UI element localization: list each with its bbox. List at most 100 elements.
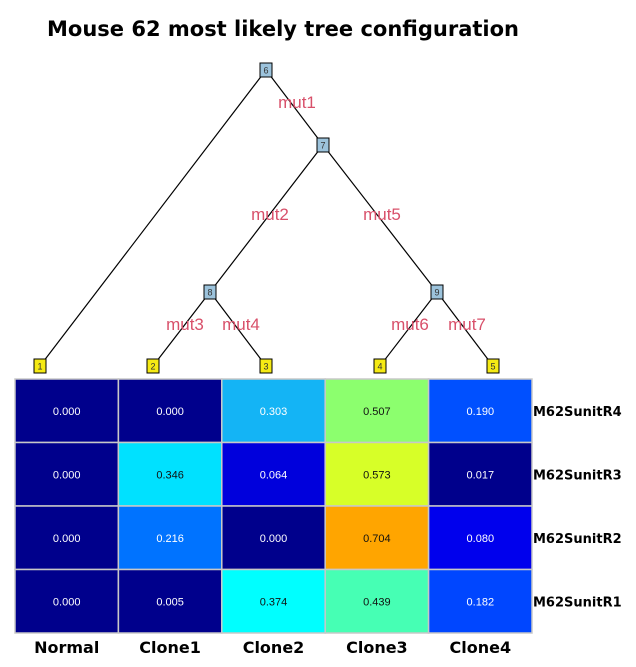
heatmap-cell: 0.439 <box>324 568 430 634</box>
node-box <box>430 284 444 300</box>
heatmap-column-label: Clone4 <box>450 638 512 657</box>
heatmap-cell-value: 0.182 <box>467 596 495 608</box>
tree-edge-3-7 <box>379 291 438 367</box>
heatmap-cell-value: 0.000 <box>156 406 184 418</box>
heatmap-cell-fill <box>324 441 430 507</box>
heatmap-cell: 0.190 <box>427 378 533 444</box>
node-box <box>259 62 273 78</box>
node-label: 6 <box>263 66 268 76</box>
tree-nodes: 6 7 8 9 1 2 3 4 5 <box>33 62 500 374</box>
node-box <box>146 358 160 374</box>
mutation-label-mut2: mut2 <box>251 205 289 224</box>
heatmap-cell-value: 0.005 <box>156 596 184 608</box>
heatmap-cell: 0.507 <box>324 378 430 444</box>
node-box <box>33 358 47 374</box>
mutation-label-mut1: mut1 <box>278 93 316 112</box>
heatmap-column-label: Normal <box>34 638 99 657</box>
heatmap-cell-fill <box>221 378 326 444</box>
node-box <box>486 358 500 374</box>
tree-edges <box>39 69 494 367</box>
node-label: 9 <box>434 288 439 298</box>
heatmap-cell: 0.000 <box>14 378 120 444</box>
heatmap-cell: 0.303 <box>221 378 326 444</box>
mutation-label-mut6: mut6 <box>391 315 429 334</box>
heatmap: 0.000 0.000 0.303 0.507 0.190 0.000 0.346 0.064… <box>14 378 533 634</box>
tree-edge-0-1 <box>265 69 324 146</box>
node-label: 3 <box>263 362 268 372</box>
heatmap-column-label: Clone1 <box>139 638 201 657</box>
mutation-label-mut7: mut7 <box>448 315 486 334</box>
heatmap-cell-value: 0.573 <box>363 469 391 481</box>
heatmap-column-label: Clone2 <box>243 638 305 657</box>
heatmap-cell-fill <box>427 568 533 634</box>
heatmap-cell-value: 0.000 <box>53 469 81 481</box>
heatmap-cell: 0.000 <box>14 505 120 571</box>
heatmap-row-label: M62SunitR2 <box>533 532 622 547</box>
heatmap-cell-value: 0.080 <box>467 533 495 545</box>
heatmap-cell: 0.080 <box>427 505 533 571</box>
heatmap-cell-value: 0.190 <box>467 406 495 418</box>
heatmap-cell-fill <box>324 378 430 444</box>
tree-edge-1-2 <box>209 144 324 293</box>
tree-edge-2-5 <box>152 291 211 367</box>
heatmap-cell-fill <box>221 505 326 571</box>
heatmap-cell: 0.216 <box>117 505 223 571</box>
node-box <box>203 284 217 300</box>
heatmap-cell: 0.000 <box>117 378 223 444</box>
heatmap-cell-value: 0.303 <box>260 406 288 418</box>
leaf-node-5: 5 <box>486 358 500 374</box>
heatmap-cell-fill <box>14 505 120 571</box>
tree-edge-1-3 <box>322 144 438 293</box>
heatmap-cell: 0.017 <box>427 441 533 507</box>
heatmap-cell-value: 0.000 <box>53 533 81 545</box>
mutation-label-mut4: mut4 <box>222 315 260 334</box>
heatmap-cell-fill <box>427 441 533 507</box>
leaf-node-4: 4 <box>373 358 387 374</box>
leaf-node-1: 1 <box>33 358 47 374</box>
mutation-label-mut5: mut5 <box>363 205 401 224</box>
node-box <box>316 137 330 153</box>
heatmap-cell: 0.182 <box>427 568 533 634</box>
heatmap-cell: 0.346 <box>117 441 223 507</box>
internal-node-8: 8 <box>203 284 217 300</box>
heatmap-cell-value: 0.704 <box>363 533 391 545</box>
heatmap-cell-value: 0.000 <box>53 596 81 608</box>
heatmap-cell-fill <box>14 441 120 507</box>
heatmap-cell-value: 0.507 <box>363 406 391 418</box>
heatmap-cell-fill <box>14 568 120 634</box>
node-label: 5 <box>490 362 495 372</box>
node-label: 2 <box>150 362 155 372</box>
heatmap-row-label: M62SunitR4 <box>533 405 622 420</box>
internal-node-9: 9 <box>430 284 444 300</box>
tree-edge-0-4 <box>39 69 267 367</box>
heatmap-row-label: M62SunitR3 <box>533 468 622 483</box>
heatmap-cell-fill <box>324 568 430 634</box>
heatmap-cell-value: 0.439 <box>363 596 391 608</box>
node-label: 8 <box>207 288 212 298</box>
heatmap-cell-value: 0.374 <box>260 596 288 608</box>
heatmap-cell-value: 0.064 <box>260 469 288 481</box>
node-label: 1 <box>37 362 42 372</box>
heatmap-cell: 0.573 <box>324 441 430 507</box>
leaf-node-2: 2 <box>146 358 160 374</box>
heatmap-cell-value: 0.216 <box>156 533 184 545</box>
heatmap-cell-fill <box>14 378 120 444</box>
node-label: 4 <box>377 362 382 372</box>
tree-edge-2-6 <box>209 291 267 367</box>
heatmap-cell: 0.000 <box>14 441 120 507</box>
heatmap-cell-value: 0.017 <box>467 469 495 481</box>
tree-edge-3-8 <box>436 291 494 367</box>
node-box <box>259 358 273 374</box>
heatmap-cell-fill <box>117 441 223 507</box>
heatmap-cell-value: 0.000 <box>260 533 288 545</box>
heatmap-cell-value: 0.000 <box>53 406 81 418</box>
heatmap-cell-fill <box>427 378 533 444</box>
figure-title: Mouse 62 most likely tree configuration <box>47 17 519 41</box>
heatmap-cell: 0.005 <box>117 568 223 634</box>
internal-node-7: 7 <box>316 137 330 153</box>
heatmap-cell-fill <box>117 505 223 571</box>
